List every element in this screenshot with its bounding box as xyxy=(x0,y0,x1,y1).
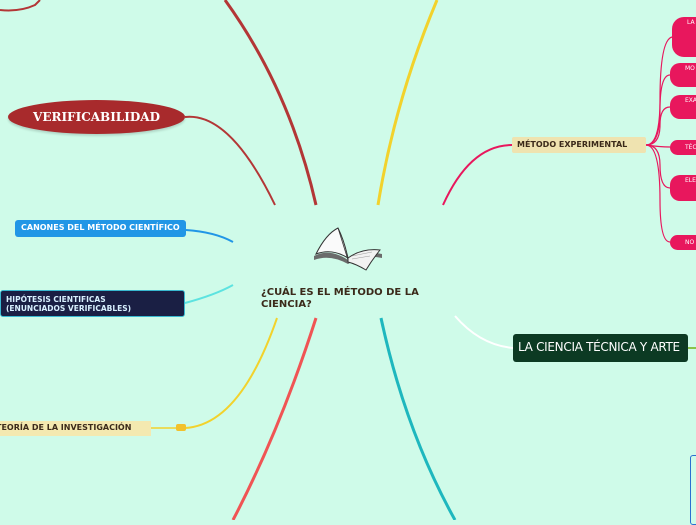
branch-top-left-stub xyxy=(0,0,41,12)
metodo-child-3[interactable]: EXA DE xyxy=(670,95,696,119)
hipotesis-line-1: HIPÓTESIS CIENTIFICAS xyxy=(6,295,106,304)
branch-yellow-top xyxy=(376,0,439,206)
pink-link-5 xyxy=(645,144,671,189)
node-metodo-experimental[interactable]: MÉTODO EXPERIMENTAL xyxy=(512,137,646,153)
metodo-child-4[interactable]: TÉC xyxy=(670,140,696,155)
branch-hipotesis xyxy=(184,284,234,304)
branch-metodo xyxy=(442,144,513,206)
branch-teal-bottom xyxy=(379,317,457,520)
metodo-child-6[interactable]: NO E xyxy=(670,235,696,250)
metodo-child-2[interactable]: MO FAC xyxy=(670,63,696,87)
branch-coral-bottom xyxy=(231,317,318,520)
teoria-collapse-handle[interactable] xyxy=(176,424,186,431)
node-verificabilidad[interactable]: VERIFICABILIDAD xyxy=(8,100,185,134)
open-book-icon xyxy=(314,227,382,271)
central-topic-title[interactable]: ¿CUÁL ES EL MÉTODO DE LA CIENCIA? xyxy=(261,287,419,310)
hipotesis-line-2: (ENUNCIADOS VERIFICABLES) xyxy=(6,304,132,313)
branch-dark-red-top xyxy=(223,0,318,206)
metodo-child-5[interactable]: ELE REC xyxy=(670,175,696,201)
node-canones[interactable]: CANONES DEL MÉTODO CIENTÍFICO xyxy=(15,220,186,237)
pink-link-2 xyxy=(645,74,671,146)
branch-canones xyxy=(185,229,234,243)
node-hipotesis[interactable]: HIPÓTESIS CIENTIFICAS (ENUNCIADOS VERIFI… xyxy=(0,290,185,317)
metodo-child-1[interactable]: LA IN TE EM xyxy=(672,17,696,57)
offscreen-node-frame[interactable] xyxy=(690,455,696,525)
branch-verificabilidad xyxy=(184,115,276,206)
pink-link-3 xyxy=(645,106,671,146)
branch-teoria xyxy=(184,317,278,429)
pink-link-6 xyxy=(645,144,671,243)
branch-ciencia xyxy=(454,315,514,349)
node-teoria[interactable]: TEORÍA DE LA INVESTIGACIÓN xyxy=(0,421,151,436)
node-ciencia-tecnica-arte[interactable]: LA CIENCIA TÉCNICA Y ARTE xyxy=(513,334,688,362)
